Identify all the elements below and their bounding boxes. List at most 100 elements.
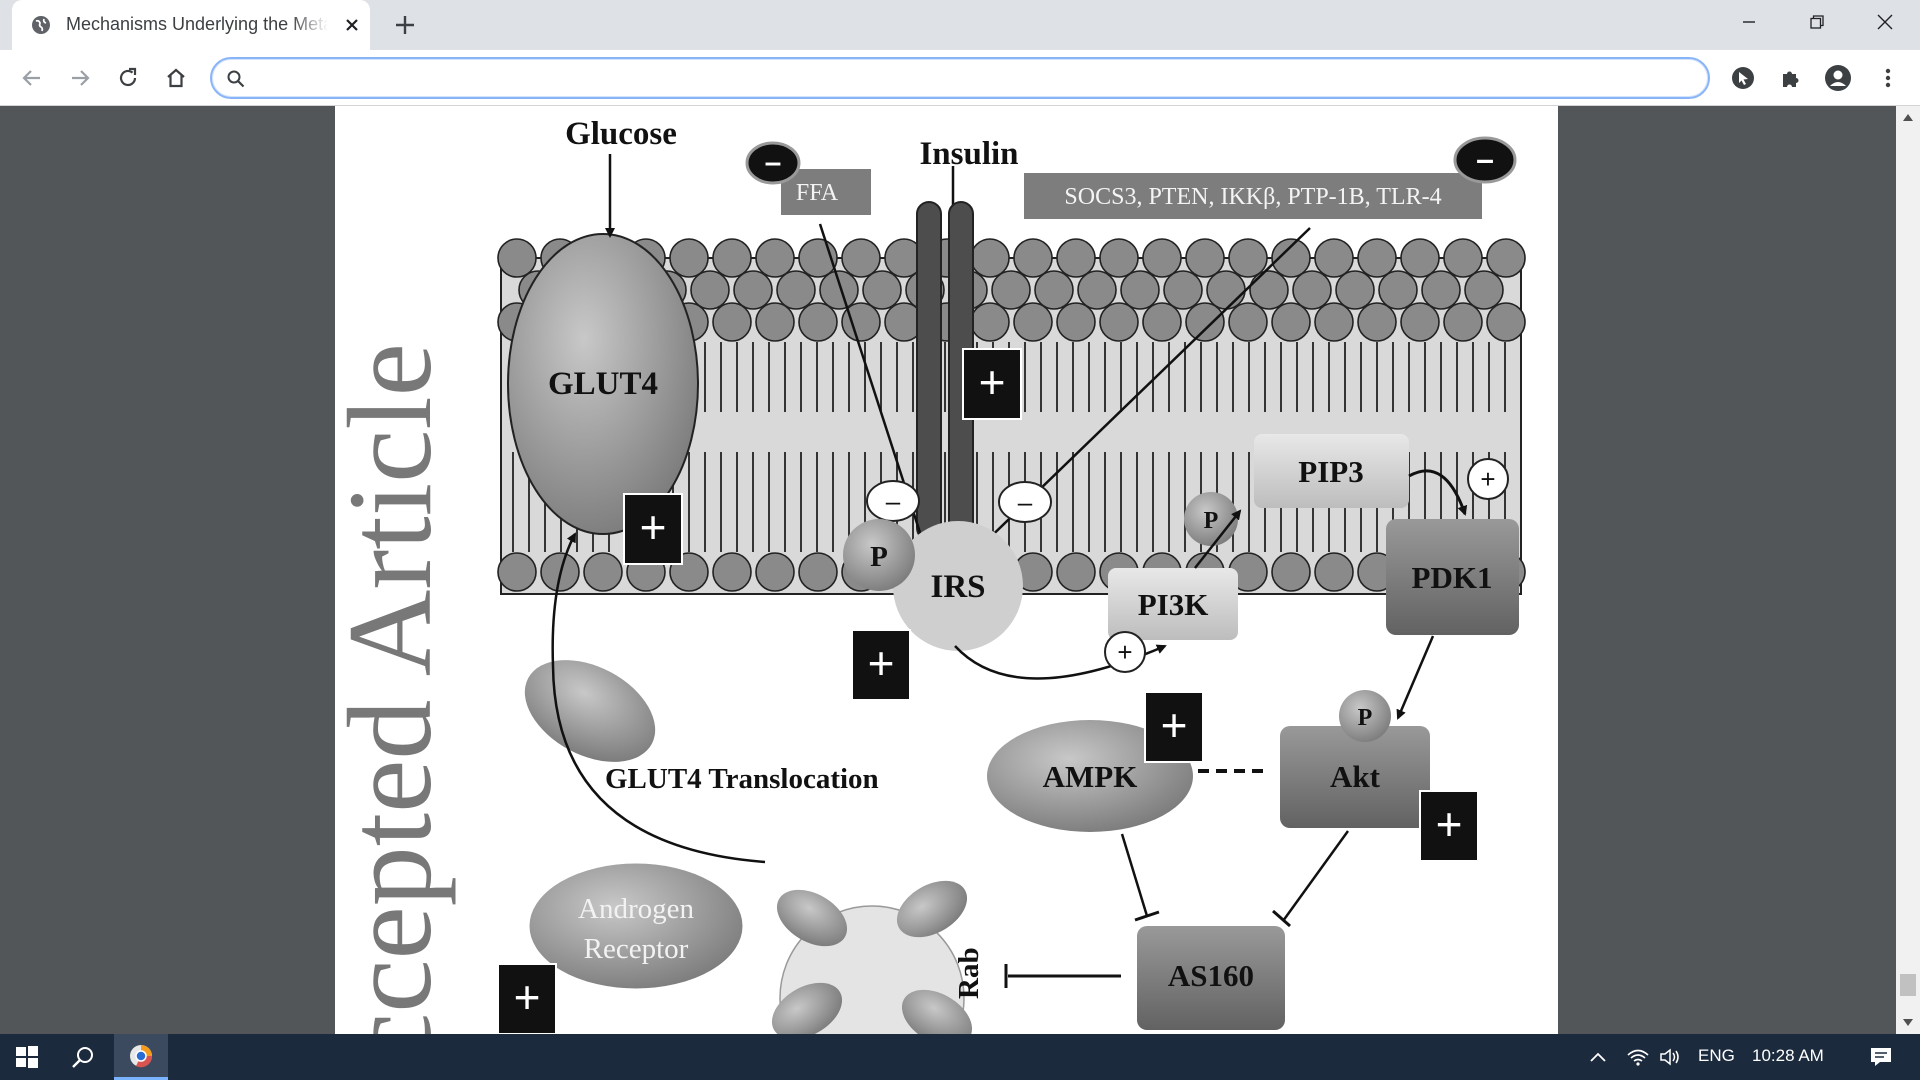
network-status[interactable] [1624,1034,1652,1080]
lipid-head [1163,270,1203,310]
pip3-box[interactable] [1254,434,1409,508]
lipid-head [1357,302,1397,342]
phospho-akt [1339,690,1391,742]
svg-text:+: + [640,501,667,553]
translocation-label: GLUT4 Translocation [605,763,879,795]
lipid-head [1271,552,1311,592]
androgen-label-line2: Receptor [584,933,689,965]
lipid-head [669,238,709,278]
input-language[interactable]: ENG [1698,1046,1735,1065]
lipid-head [1464,270,1504,310]
back-button[interactable] [18,64,46,92]
address-bar[interactable] [210,57,1710,99]
notification-icon [1871,1048,1891,1066]
lipid-head [991,270,1031,310]
close-window-button[interactable] [1854,0,1916,44]
start-button[interactable] [0,1034,54,1080]
pi3k-label: PI3K [1138,587,1209,622]
glut4-transporter[interactable] [507,233,699,535]
ampk-ellipse[interactable] [987,720,1193,832]
more-vert-icon [1885,68,1891,88]
rab-vesicle[interactable] [762,869,982,1034]
svg-text:–: – [886,486,901,516]
as160-label: AS160 [1168,958,1254,993]
browser-app-icon [130,1044,153,1067]
action-center-button[interactable] [1856,1034,1906,1080]
insulin-receptor[interactable] [916,201,974,541]
lipid-head [1077,270,1117,310]
lipid-head [755,238,795,278]
lipid-head [1056,238,1096,278]
menu-button[interactable] [1874,64,1902,92]
minimize-button[interactable] [1718,0,1780,44]
taskbar-browser-app[interactable] [114,1034,168,1080]
inhibitors-box[interactable] [1022,171,1484,221]
new-tab-icon[interactable] [392,12,418,38]
puzzle-icon [1783,71,1799,87]
pip3-label: PIP3 [1298,454,1363,489]
extension-cursor-button[interactable] [1729,64,1757,92]
pdk1-box[interactable] [1386,519,1519,635]
reload-button[interactable] [114,64,142,92]
close-tab-icon[interactable] [340,13,364,37]
browser-tab[interactable]: Mechanisms Underlying the Metabolic Acti… [12,0,370,50]
account-icon [1825,65,1851,91]
restore-button[interactable] [1786,0,1848,44]
home-button[interactable] [162,64,190,92]
akt-box[interactable] [1280,726,1430,828]
ffa-box[interactable] [779,167,873,217]
search-icon [72,1047,93,1068]
vertical-scrollbar[interactable] [1896,106,1920,1034]
as160-box[interactable] [1137,926,1285,1030]
insulin-label: Insulin [919,136,1018,172]
lipid-head [1271,302,1311,342]
lipid-head [755,552,795,592]
pi3k-box[interactable] [1108,568,1238,640]
svg-text:–: – [765,146,782,179]
plus-square-akt: + [1419,790,1479,862]
svg-text:+: + [979,356,1006,408]
volume-control[interactable] [1657,1034,1685,1080]
lipid-head [1400,302,1440,342]
extensions-button[interactable] [1777,64,1805,92]
clock[interactable]: 10:28 AM [1752,1046,1824,1065]
profile-button[interactable] [1824,64,1852,92]
svg-text:+: + [1117,637,1132,667]
svg-text:P: P [1204,508,1219,534]
lipid-head [1314,238,1354,278]
scroll-thumb[interactable] [1900,974,1916,996]
close-icon [1877,14,1893,30]
ffa-label: FFA [796,180,839,206]
lipid-head [690,270,730,310]
svg-text:–: – [1018,487,1033,517]
lipid-head [1099,302,1139,342]
lipid-head [819,270,859,310]
windows-logo-icon [16,1046,38,1068]
speaker-icon [1660,1048,1679,1066]
minimize-icon [1743,21,1755,23]
irs-protein[interactable] [893,521,1023,651]
search-icon [227,70,245,88]
lipid-head [1357,238,1397,278]
scroll-up-arrow[interactable] [1896,106,1920,128]
forward-button[interactable] [66,64,94,92]
lipid-head [1335,270,1375,310]
windows-taskbar: ENG 10:28 AM [0,1034,1920,1080]
androgen-receptor[interactable] [526,860,746,992]
cursor-extension-icon [1732,67,1754,89]
lipid-head [497,238,537,278]
glut4-label: GLUT4 [548,366,658,402]
svg-text:P: P [1358,705,1373,731]
browser-toolbar [0,50,1920,106]
taskbar-search-button[interactable] [56,1034,110,1080]
lipid-head [1314,302,1354,342]
lipid-head [497,552,537,592]
show-hidden-icons[interactable] [1586,1034,1610,1080]
address-input[interactable] [258,64,1658,92]
arrow-right-icon [72,70,90,86]
scroll-down-arrow[interactable] [1896,1012,1920,1034]
lipid-head [1013,302,1053,342]
lipid-head [1378,270,1418,310]
pdk1-label: PDK1 [1412,560,1493,595]
lipid-head [798,552,838,592]
